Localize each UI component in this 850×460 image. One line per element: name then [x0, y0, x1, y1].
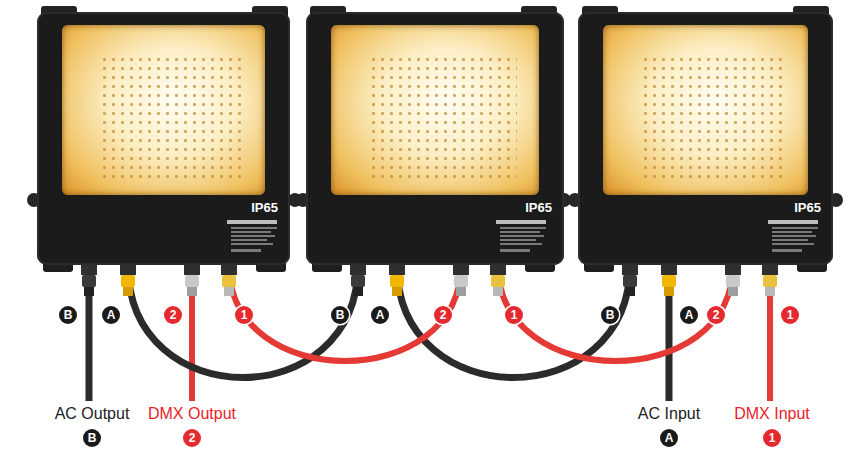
callout-letter: B: [83, 429, 101, 447]
spec-line: [772, 249, 802, 252]
spec-line: [231, 239, 267, 241]
spec-line: [496, 220, 546, 224]
callout-letter: 2: [434, 306, 452, 324]
cable-label: AC Output: [53, 404, 132, 423]
cable-label: AC Input: [636, 404, 702, 423]
cable-label: DMX Input: [732, 404, 812, 423]
connector-glands: [350, 265, 506, 296]
spec-line: [500, 235, 544, 237]
spec-line: [500, 243, 542, 245]
callout-letter: 1: [781, 306, 799, 324]
led-grid: [641, 55, 786, 181]
spec-line: [772, 235, 816, 237]
connector-glands: [81, 265, 237, 296]
spec-line: [231, 243, 273, 245]
spec-line: [231, 227, 277, 229]
fixture-brackets: [27, 6, 302, 272]
dmx-cable: [229, 265, 461, 361]
spec-line: [768, 220, 818, 224]
dmx-cable: [498, 265, 733, 361]
flood-light-housing: IP65: [578, 12, 833, 265]
callout-letter: 2: [707, 306, 725, 324]
callout-letter: A: [660, 429, 678, 447]
spec-plate: [728, 218, 820, 256]
spec-line: [500, 227, 546, 229]
cable-label: DMX Output: [146, 404, 238, 423]
callout-letter: B: [331, 306, 349, 324]
callout-letter: B: [59, 306, 77, 324]
spec-line: [500, 239, 536, 241]
spec-line: [772, 243, 814, 245]
spec-line: [772, 227, 818, 229]
spec-plate: [456, 218, 548, 256]
rating-text: IP65: [794, 200, 821, 216]
spec-line: [231, 231, 271, 233]
spec-line: [500, 231, 540, 233]
fixture-brackets: [568, 6, 843, 272]
led-grid: [369, 55, 517, 181]
spec-line: [500, 249, 530, 252]
callout-letter: B: [601, 306, 619, 324]
connector-glands: [622, 265, 778, 296]
spec-line: [772, 231, 812, 233]
led-grid: [100, 55, 243, 181]
callout-letter: A: [371, 306, 389, 324]
spec-plate: [187, 218, 279, 256]
spec-line: [227, 220, 277, 224]
led-panel: [331, 25, 539, 195]
rating-text: IP65: [251, 200, 278, 216]
spec-line: [772, 239, 808, 241]
spec-line: [231, 249, 261, 252]
callout-letter: 2: [183, 429, 201, 447]
rating-text: IP65: [525, 200, 552, 216]
spec-line: [231, 235, 275, 237]
callout-letter: A: [102, 306, 120, 324]
callout-letter: A: [680, 306, 698, 324]
fixture-brackets: [296, 6, 571, 272]
flood-light-housing: IP65: [37, 12, 290, 265]
led-panel: [62, 25, 265, 195]
callout-letter: 2: [164, 306, 182, 324]
callout-letter: 1: [235, 306, 253, 324]
callout-letter: 1: [763, 429, 781, 447]
flood-light-housing: IP65: [306, 12, 564, 265]
callout-letter: 1: [505, 306, 523, 324]
led-panel: [603, 25, 808, 195]
